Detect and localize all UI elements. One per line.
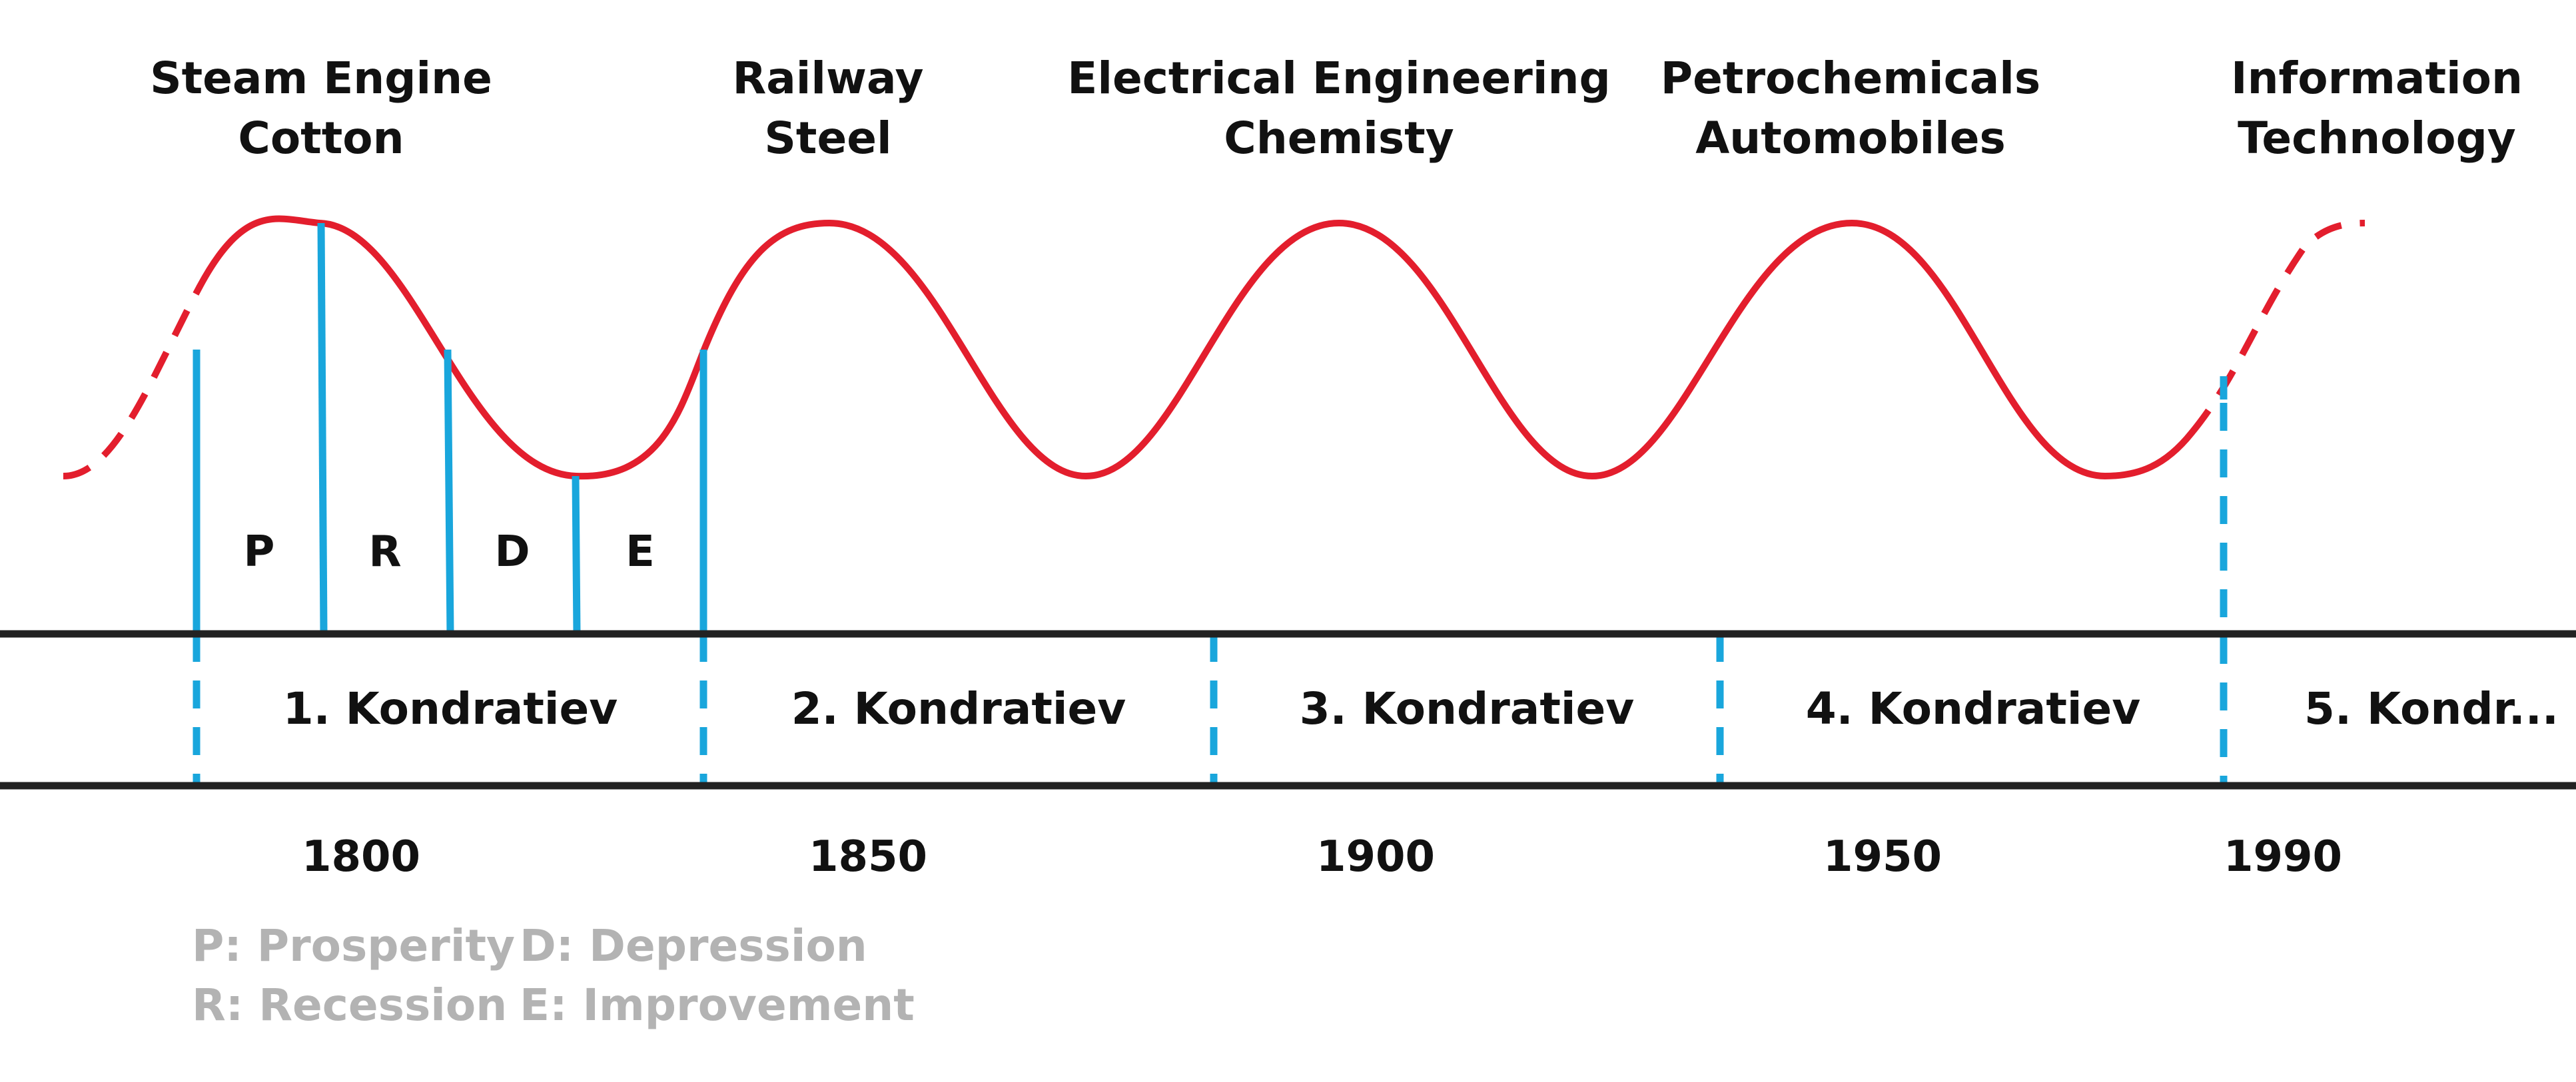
- innovation-label: Railway: [732, 53, 923, 104]
- innovation-label: Cotton: [238, 113, 404, 164]
- cycle-label: 3. Kondratiev: [1300, 683, 1635, 734]
- cycle-label: 1. Kondratiev: [283, 683, 618, 734]
- phase-letter: R: [368, 527, 401, 577]
- phase-letter: P: [244, 527, 275, 577]
- wave-dashed-end: [2189, 220, 2365, 435]
- legend-improvement: E: Improvement: [520, 979, 915, 1031]
- phase-marker-line: [444, 349, 454, 635]
- legend-recession: R: Recession: [192, 979, 507, 1031]
- cycle-label: 4. Kondratiev: [1806, 683, 2141, 734]
- innovation-label: Steel: [764, 113, 891, 164]
- innovation-label: Information: [2231, 53, 2523, 104]
- innovation-label: Electrical Engineering: [1067, 53, 1610, 104]
- legend-depression: D: Depression: [520, 920, 867, 971]
- innovation-label: Steam Engine: [150, 53, 492, 104]
- cycle-label: 2. Kondratiev: [791, 683, 1126, 734]
- year-label: 1990: [2224, 832, 2342, 882]
- phase-marker-line: [317, 222, 328, 635]
- phase-letter: D: [494, 527, 530, 577]
- legend-prosperity: P: Prosperity: [192, 920, 515, 971]
- year-label: 1950: [1823, 832, 1942, 882]
- wave-dashed-start: [63, 284, 203, 479]
- innovation-label: Petrochemicals: [1661, 53, 2040, 104]
- innovation-label: Chemisty: [1224, 113, 1454, 164]
- year-label: 1800: [302, 832, 420, 882]
- innovation-label: Technology: [2238, 113, 2516, 164]
- cycle-label: 5. Kondr...: [2304, 683, 2559, 734]
- phase-marker-line: [572, 475, 581, 635]
- phase-letter: E: [626, 527, 655, 577]
- year-label: 1900: [1316, 832, 1435, 882]
- year-label: 1850: [809, 832, 927, 882]
- wave-solid: [197, 215, 2195, 480]
- innovation-label: Automobiles: [1695, 113, 2006, 164]
